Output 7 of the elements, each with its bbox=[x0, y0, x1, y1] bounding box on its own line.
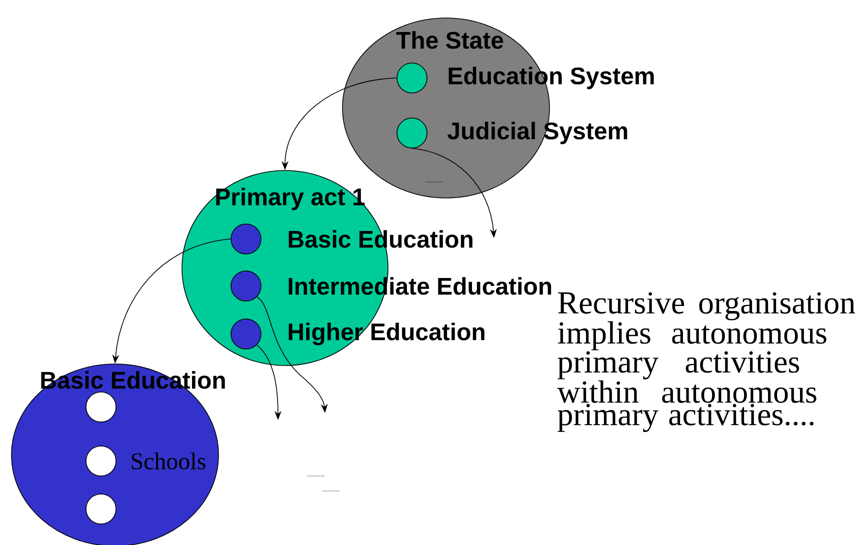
item-label: Schools bbox=[132, 452, 206, 470]
note-text: Recursive organisation implies autonomous primary activities within autonomous primary activities.... bbox=[557, 292, 855, 432]
item-label: Judicial System bbox=[448, 122, 628, 144]
item-label: Higher Education bbox=[288, 322, 484, 346]
heading: The State bbox=[396, 31, 504, 49]
circle bbox=[86, 494, 116, 524]
circle bbox=[86, 392, 116, 422]
